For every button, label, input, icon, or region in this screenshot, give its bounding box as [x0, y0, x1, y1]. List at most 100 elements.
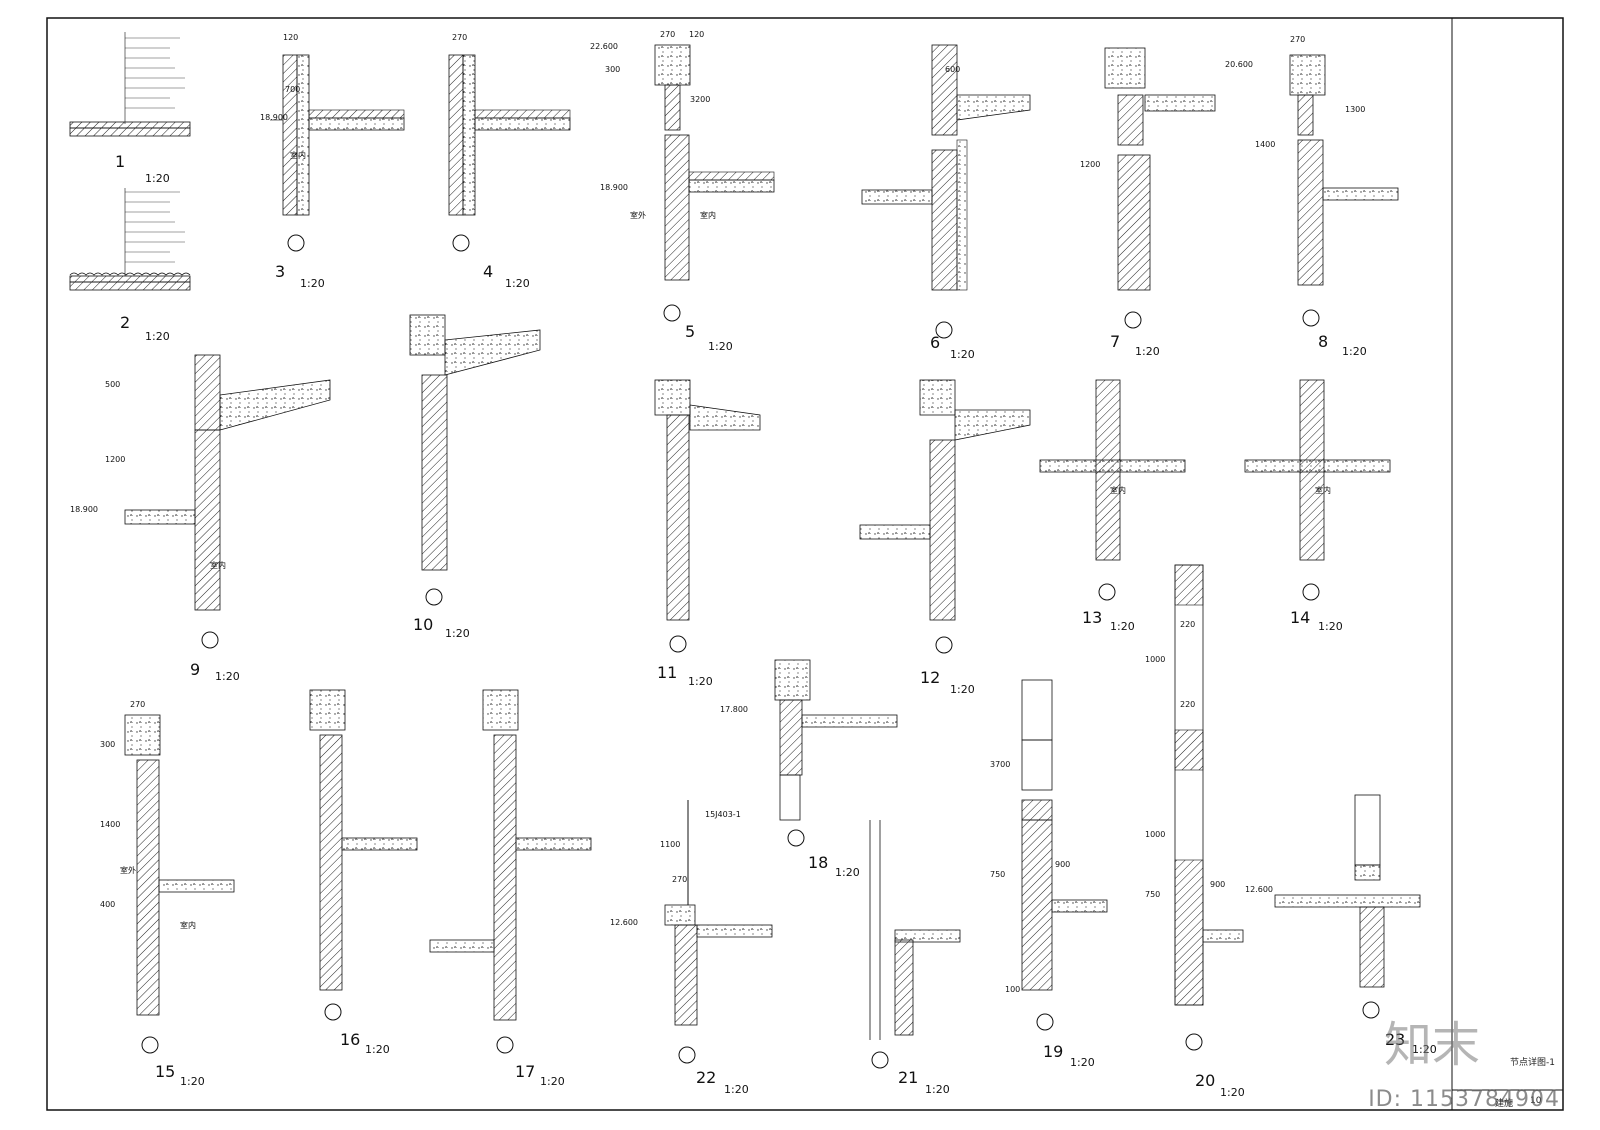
detail-scale-8: 1:20: [1342, 345, 1367, 358]
label-indoor: 室内: [1110, 486, 1126, 495]
detail-number-10: 10: [413, 615, 434, 634]
dim-label: 270: [452, 33, 468, 42]
detail-scale-6: 1:20: [950, 348, 975, 361]
detail-scale-11: 1:20: [688, 675, 713, 688]
elevation-label: 22.600: [590, 42, 618, 51]
detail-number-21: 21: [898, 1068, 919, 1087]
elevation-label: 18.900: [70, 505, 98, 514]
detail-10-drawing: [409, 314, 541, 606]
dim-label: 3200: [690, 95, 711, 104]
elevation-label: 20.600: [1225, 60, 1253, 69]
dim-label: 100: [1005, 985, 1021, 994]
detail-scale-17: 1:20: [540, 1075, 565, 1088]
elevation-label: 17.800: [720, 705, 748, 714]
detail-1-drawing: [69, 32, 191, 137]
detail-number-15: 15: [155, 1062, 176, 1081]
detail-scale-9: 1:20: [215, 670, 240, 683]
detail-scale-10: 1:20: [445, 627, 470, 640]
detail-number-1: 1: [115, 152, 126, 171]
detail-scale-12: 1:20: [950, 683, 975, 696]
label-indoor: 室内: [290, 151, 306, 160]
detail-21-drawing: [869, 820, 961, 1069]
dim-label: 270: [130, 700, 146, 709]
dim-label: 220: [1180, 620, 1196, 629]
ref-note: 15J403-1: [705, 810, 741, 819]
dim-label: 1400: [1255, 140, 1276, 149]
detail-number-19: 19: [1043, 1042, 1064, 1061]
dim-label: 1000: [1145, 655, 1166, 664]
detail-13-drawing: [1039, 379, 1186, 601]
detail-number-14: 14: [1290, 608, 1311, 627]
label-outdoor: 室外: [630, 211, 646, 220]
dim-label: 300: [100, 740, 116, 749]
detail-scale-16: 1:20: [365, 1043, 390, 1056]
detail-scale-1: 1:20: [145, 172, 170, 185]
detail-scale-14: 1:20: [1318, 620, 1343, 633]
detail-number-16: 16: [340, 1030, 361, 1049]
detail-scale-20: 1:20: [1220, 1086, 1245, 1099]
dim-label: 120: [283, 33, 299, 42]
detail-19-drawing: [1021, 679, 1108, 1031]
detail-2-drawing: [69, 188, 191, 291]
detail-number-3: 3: [275, 262, 286, 281]
detail-number-8: 8: [1318, 332, 1329, 351]
detail-number-22: 22: [696, 1068, 717, 1087]
dim-label: 300: [605, 65, 621, 74]
detail-4-drawing: [448, 54, 571, 252]
dim-label: 1300: [1345, 105, 1366, 114]
detail-number-2: 2: [120, 313, 131, 332]
detail-7-drawing: [1104, 47, 1216, 329]
detail-number-17: 17: [515, 1062, 536, 1081]
dim-label: 900: [1055, 860, 1071, 869]
detail-scale-19: 1:20: [1070, 1056, 1095, 1069]
detail-number-6: 6: [930, 333, 941, 352]
dim-label: 400: [100, 900, 116, 909]
detail-11-drawing: [654, 379, 761, 653]
detail-17-drawing: [429, 689, 592, 1054]
sheet-border: [46, 17, 1564, 1111]
detail-number-5: 5: [685, 322, 696, 341]
detail-number-9: 9: [190, 660, 201, 679]
detail-number-7: 7: [1110, 332, 1121, 351]
detail-5-drawing: [654, 44, 775, 322]
detail-9-drawing: [124, 354, 331, 649]
detail-scale-21: 1:20: [925, 1083, 950, 1096]
dim-label: 700: [285, 85, 301, 94]
elevation-label: 12.600: [1245, 885, 1273, 894]
detail-12-drawing: [859, 379, 1031, 654]
dim-label: 120: [689, 30, 705, 39]
detail-8-drawing: [1289, 54, 1399, 327]
sheet-label: 建施: [1495, 1099, 1514, 1109]
watermark-logo: 知末: [1383, 1017, 1480, 1073]
detail-16-drawing: [309, 689, 418, 1021]
detail-number-23: 23: [1385, 1030, 1406, 1049]
elevation-label: 18.900: [600, 183, 628, 192]
dim-label: 1200: [105, 455, 126, 464]
dim-label: 750: [990, 870, 1006, 879]
label-outdoor: 室外: [120, 866, 136, 875]
dim-label: 270: [672, 875, 688, 884]
elevation-label: 12.600: [610, 918, 638, 927]
label-indoor: 室内: [700, 211, 716, 220]
detail-number-18: 18: [808, 853, 829, 872]
detail-3-drawing: [270, 54, 405, 252]
detail-scale-23: 1:20: [1412, 1043, 1437, 1056]
dim-label: 1400: [100, 820, 121, 829]
dim-label: 270: [1290, 35, 1306, 44]
detail-18-drawing: [774, 659, 898, 847]
dim-label: 220: [1180, 700, 1196, 709]
detail-scale-5: 1:20: [708, 340, 733, 353]
detail-number-11: 11: [657, 663, 678, 682]
detail-20-drawing: [1174, 564, 1244, 1051]
label-indoor: 室内: [180, 921, 196, 930]
detail-22-drawing: [664, 800, 773, 1064]
elevation-label: 18.900: [260, 113, 288, 122]
sheet-title: 节点详图-1: [1510, 1058, 1555, 1068]
dim-label: 1100: [660, 840, 681, 849]
detail-15-drawing: [124, 714, 235, 1054]
dim-label: 270: [660, 30, 676, 39]
dim-label: 600: [945, 65, 961, 74]
dim-label: 900: [1210, 880, 1226, 889]
detail-scale-15: 1:20: [180, 1075, 205, 1088]
